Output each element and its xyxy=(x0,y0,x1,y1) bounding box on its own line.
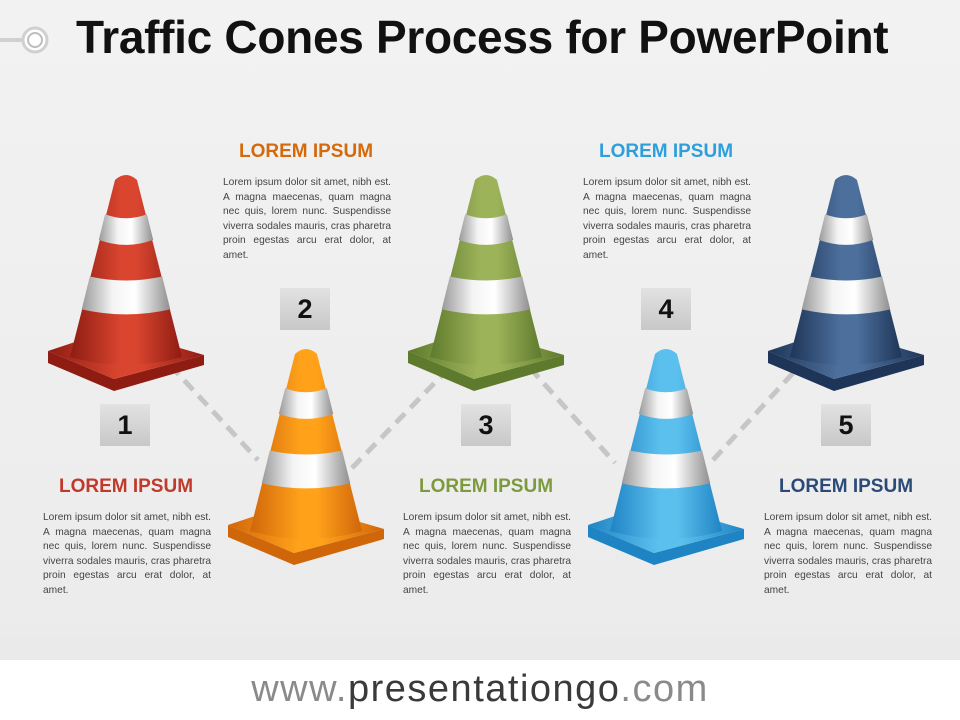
process-diagram xyxy=(48,175,924,565)
cone-stripe xyxy=(81,276,171,315)
connector-line-1 xyxy=(168,363,260,462)
traffic-cone-2-icon xyxy=(228,349,384,565)
traffic-cone-3-icon xyxy=(408,175,564,391)
step-title-2: LOREM IPSUM xyxy=(238,141,374,162)
cones-group xyxy=(48,175,924,565)
step-number-3: 3 xyxy=(461,404,511,446)
cone-stripe xyxy=(818,214,874,245)
step-title-3: LOREM IPSUM xyxy=(418,476,554,497)
footer-prefix: www. xyxy=(251,668,348,710)
cone-stripe xyxy=(278,388,334,419)
step-number-5: 5 xyxy=(821,404,871,446)
traffic-cone-4-icon xyxy=(588,349,744,565)
logo-icon xyxy=(0,26,49,54)
footer-suffix: .com xyxy=(620,668,709,710)
cone-stripe xyxy=(98,214,154,245)
step-title-4: LOREM IPSUM xyxy=(598,141,734,162)
step-number-2: 2 xyxy=(280,288,330,330)
step-description-3: Lorem ipsum dolor sit amet, nibh est. A … xyxy=(403,512,571,596)
cone-stripe xyxy=(441,276,531,315)
page-title: Traffic Cones Process for PowerPoint xyxy=(76,11,889,63)
cone-stripe xyxy=(621,450,711,489)
step-number-4: 4 xyxy=(641,288,691,330)
footer: www.presentationgo.com xyxy=(0,660,960,720)
step-description-2: Lorem ipsum dolor sit amet, nibh est. A … xyxy=(223,177,391,261)
connector-line-2 xyxy=(350,363,454,470)
cone-stripe xyxy=(801,276,891,315)
step-title-1: LOREM IPSUM xyxy=(58,476,194,497)
footer-url[interactable]: www.presentationgo.com xyxy=(251,668,709,711)
step-description-4: Lorem ipsum dolor sit amet, nibh est. A … xyxy=(583,177,751,261)
cone-stripe xyxy=(458,214,514,245)
connector-line-3 xyxy=(528,366,617,465)
cone-stripe xyxy=(638,388,694,419)
step-number-1: 1 xyxy=(100,404,150,446)
step-description-5: Lorem ipsum dolor sit amet, nibh est. A … xyxy=(764,512,932,596)
cone-stripe xyxy=(261,450,351,489)
connector-line-4 xyxy=(711,358,807,462)
connector-lines xyxy=(168,358,807,470)
traffic-cone-1-icon xyxy=(48,175,204,391)
footer-domain: presentationgo xyxy=(348,668,621,710)
step-description-1: Lorem ipsum dolor sit amet, nibh est. A … xyxy=(43,512,211,596)
traffic-cone-5-icon xyxy=(768,175,924,391)
step-title-5: LOREM IPSUM xyxy=(778,476,914,497)
